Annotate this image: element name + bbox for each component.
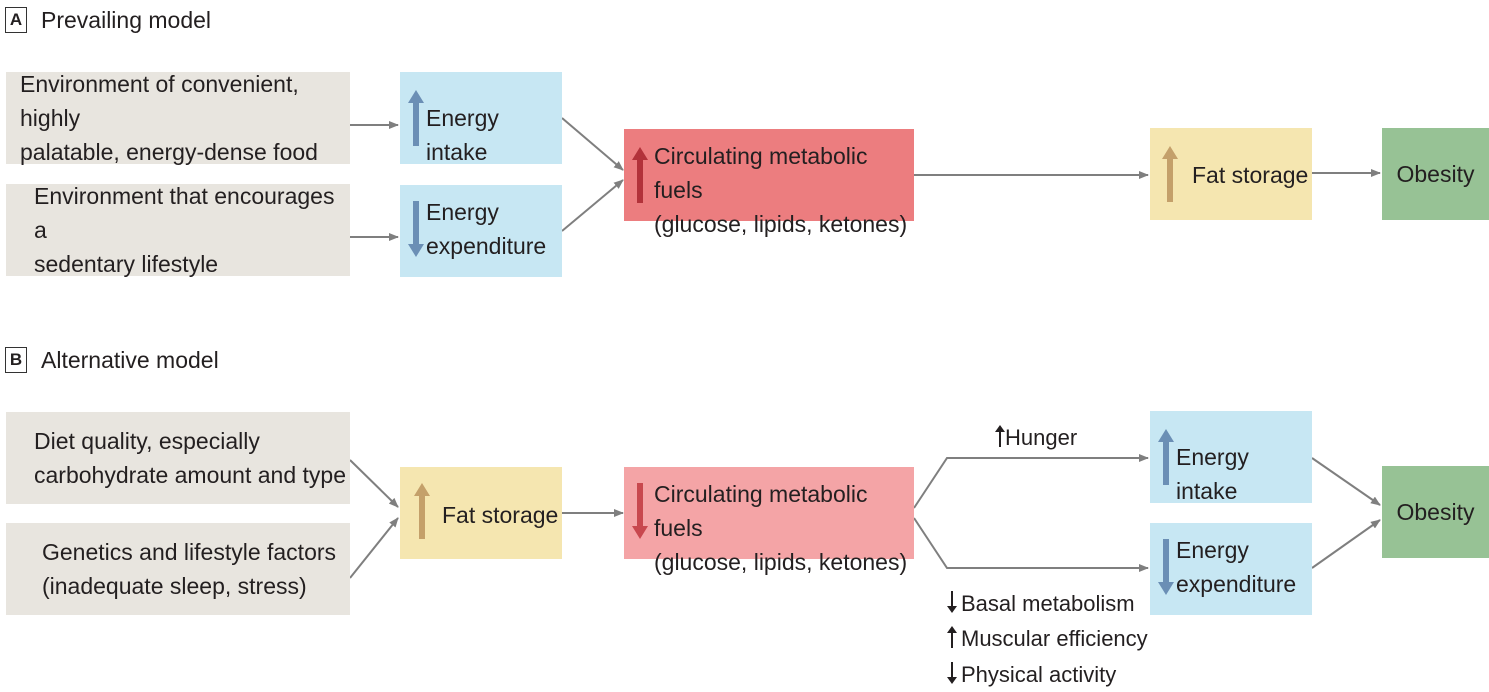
hunger-label: Hunger [995, 423, 1077, 453]
up-arrow-icon [408, 90, 424, 146]
arrow-diet-to-fat [349, 459, 399, 508]
fat-storage-box-b: Fat storage [400, 467, 562, 559]
arrow-expenditure-to-obesity [1311, 519, 1381, 569]
energy-expenditure-line1-b: Energy [1176, 537, 1249, 563]
effect-physical-activity: Physical activity [947, 660, 1116, 690]
energy-expenditure-box-b: Energy expenditure [1150, 523, 1312, 615]
energy-intake-box-a: Energy intake [400, 72, 562, 165]
arrow-expenditure-to-fuels [561, 179, 624, 232]
environment-sedentary-line1: Environment that encourages a [34, 183, 335, 243]
energy-expenditure-line1-a: Energy [426, 199, 499, 225]
effect-basal-metabolism-text: Basal metabolism [961, 591, 1135, 616]
down-arrow-icon [408, 201, 424, 257]
obesity-box-a: Obesity [1382, 128, 1489, 220]
down-arrow-icon [1158, 539, 1174, 595]
up-arrow-icon [995, 425, 1005, 447]
energy-expenditure-line2-b: expenditure [1176, 571, 1297, 597]
metabolic-fuels-line1-a: Circulating metabolic fuels [654, 143, 868, 203]
effect-physical-activity-text: Physical activity [961, 662, 1117, 687]
obesity-box-b: Obesity [1382, 466, 1489, 558]
environment-sedentary-box: Environment that encourages a sedentary … [6, 183, 350, 277]
arrow-intake-to-obesity [1311, 457, 1381, 506]
obesity-label-a: Obesity [1396, 161, 1475, 187]
panel-b-letter: B [5, 347, 27, 373]
metabolic-fuels-box-b: Circulating metabolic fuels (glucose, li… [624, 467, 914, 575]
arrow-fuels-to-intake [913, 454, 1149, 509]
metabolic-fuels-line1-b: Circulating metabolic fuels [654, 481, 868, 541]
energy-expenditure-box-a: Energy expenditure [400, 185, 562, 277]
genetics-line1: Genetics and lifestyle factors [42, 539, 337, 565]
arrow-genetics-to-fat [349, 517, 399, 579]
effect-muscular-efficiency-text: Muscular efficiency [961, 626, 1148, 651]
energy-intake-label-b: Energy intake [1176, 444, 1249, 504]
metabolic-fuels-box-a: Circulating metabolic fuels (glucose, li… [624, 129, 914, 237]
diet-quality-line1: Diet quality, especially [34, 428, 260, 454]
arrow-fuels-to-expenditure [913, 517, 1149, 572]
environment-food-line1: Environment of convenient, highly [20, 71, 299, 131]
down-arrow-icon [632, 483, 648, 539]
diet-quality-line2: carbohydrate amount and type [34, 462, 346, 488]
effect-basal-metabolism: Basal metabolism [947, 589, 1135, 619]
effect-muscular-efficiency: Muscular efficiency [947, 624, 1148, 654]
up-arrow-icon [414, 483, 430, 539]
environment-food-box: Environment of convenient, highly palata… [6, 71, 350, 165]
fat-storage-box-a: Fat storage [1150, 128, 1312, 220]
panel-a-title: Prevailing model [41, 7, 212, 33]
hunger-text: Hunger [1005, 425, 1078, 450]
up-arrow-icon [632, 147, 648, 203]
environment-sedentary-line2: sedentary lifestyle [34, 251, 219, 277]
down-arrow-icon [947, 591, 957, 613]
metabolic-fuels-line2-a: (glucose, lipids, ketones) [654, 211, 908, 237]
up-arrow-icon [947, 626, 957, 648]
genetics-line2: (inadequate sleep, stress) [42, 573, 307, 599]
down-arrow-icon [947, 662, 957, 684]
fat-storage-label-a: Fat storage [1192, 162, 1309, 188]
up-arrow-icon [1158, 429, 1174, 485]
energy-intake-box-b: Energy intake [1150, 411, 1312, 504]
panel-b-title: Alternative model [41, 347, 219, 373]
panel-a-letter: A [5, 7, 27, 33]
genetics-box: Genetics and lifestyle factors (inadequa… [6, 523, 350, 615]
fat-storage-label-b: Fat storage [442, 502, 559, 528]
metabolic-fuels-line2-b: (glucose, lipids, ketones) [654, 549, 908, 575]
environment-food-line2: palatable, energy-dense food [20, 139, 318, 165]
energy-expenditure-line2-a: expenditure [426, 233, 547, 259]
arrow-intake-to-fuels [561, 117, 624, 171]
up-arrow-icon [1162, 146, 1178, 202]
obesity-label-b: Obesity [1396, 499, 1475, 525]
energy-intake-label-a: Energy intake [426, 105, 499, 165]
diet-quality-box: Diet quality, especially carbohydrate am… [6, 412, 350, 504]
